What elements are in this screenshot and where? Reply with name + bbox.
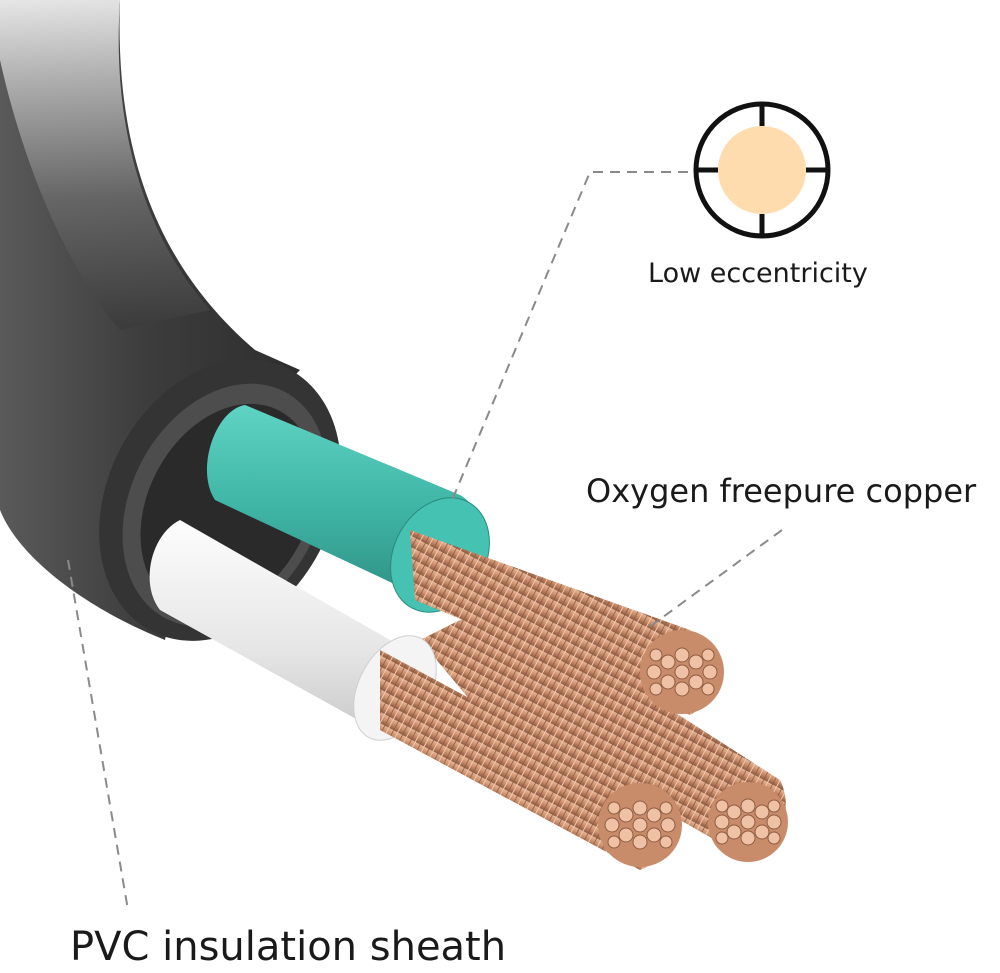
teal-insulated-wire (206, 405, 724, 715)
white-insulated-wire (149, 520, 682, 870)
outer-sheath (0, 0, 300, 640)
leader-line-eccentricity (449, 171, 688, 506)
leader-line-copper (647, 529, 783, 629)
leader-line-sheath (67, 559, 129, 911)
copper-label: Oxygen freepure copper (586, 472, 977, 510)
sheath-label: PVC insulation sheath (70, 924, 507, 970)
conductor-back (420, 600, 788, 862)
eccentricity-icon (693, 101, 831, 239)
eccentricity-label: Low eccentricity (648, 258, 868, 289)
